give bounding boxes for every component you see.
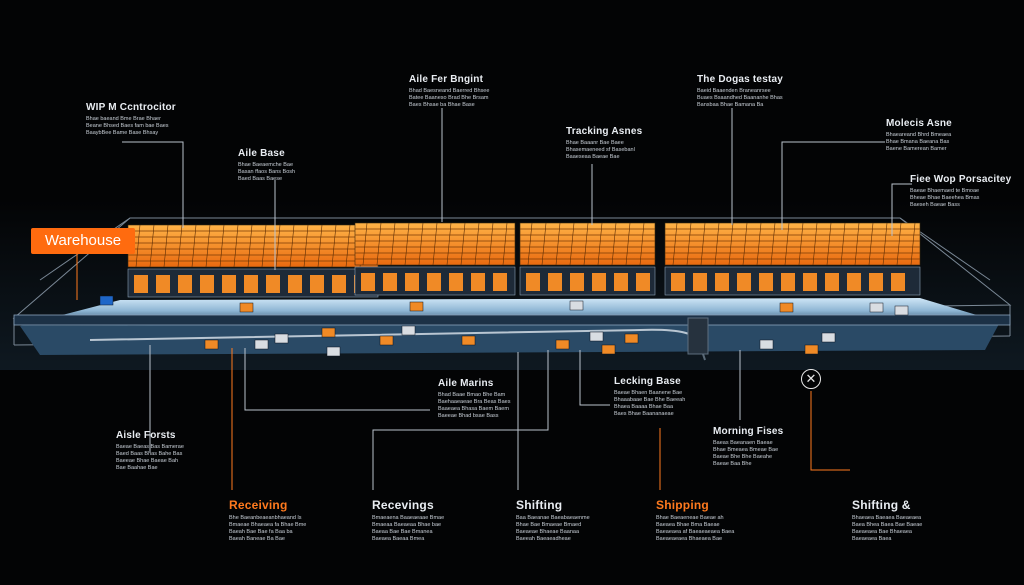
label-description: Baeae Bhaen Baanene Bae Bhaaabaae Bae Bh… bbox=[614, 390, 686, 417]
pallet bbox=[99, 295, 114, 306]
label-title: Fiee Wop Porsacitey bbox=[910, 174, 1012, 185]
pallet bbox=[254, 339, 269, 350]
pallet bbox=[274, 333, 289, 344]
pallet bbox=[601, 344, 616, 355]
pallet bbox=[555, 339, 570, 350]
label-description: Bhad Baesneand Baerred Bhsee Batee Baane… bbox=[409, 88, 490, 108]
label-description: Bhad Baae Bmao Bhe Bam Baehaaeaeae Bra B… bbox=[438, 392, 511, 419]
label-title: Shifting & bbox=[852, 498, 911, 512]
label-description: Baeas Baeanaen Baeae Bhae Bmeaea Bmeae B… bbox=[713, 440, 779, 467]
pallet bbox=[869, 302, 884, 313]
rack-block bbox=[127, 224, 379, 298]
pallet bbox=[624, 333, 639, 344]
label-description: Bhae baeand Bme Brae Bhaer Beane Bhsed B… bbox=[86, 116, 169, 136]
label-title: Morning Fises bbox=[713, 426, 784, 437]
mezzanine-rail bbox=[13, 314, 1011, 326]
rack-block bbox=[664, 222, 921, 296]
label-description: Baeid Baaenden Braneanrsee Buaes Bsaandh… bbox=[697, 88, 783, 108]
pallet bbox=[326, 346, 341, 357]
floor-pallets bbox=[99, 295, 909, 357]
label-description: Bhae Baeaeneae Baeae ah Baeaea Bhae Bma … bbox=[656, 515, 735, 542]
label-title: Receiving bbox=[229, 498, 288, 512]
pallet bbox=[589, 331, 604, 342]
label-title: Aile Base bbox=[238, 148, 285, 159]
pallet bbox=[401, 325, 416, 336]
pallet bbox=[894, 305, 909, 316]
label-title: WIP M Ccntrocitor bbox=[86, 102, 176, 113]
label-description: Bhae Baaanr Bae Baee Bhasemaeneed sf Bas… bbox=[566, 140, 635, 160]
label-title: Aile Fer Bngint bbox=[409, 74, 484, 85]
pallet bbox=[779, 302, 794, 313]
pallet bbox=[569, 300, 584, 311]
label-title: Aisle Forsts bbox=[116, 430, 176, 441]
close-icon[interactable]: ✕ bbox=[801, 369, 821, 389]
label-title: Shifting bbox=[516, 498, 563, 512]
pallet bbox=[759, 339, 774, 350]
label-description: Bhaeareand Bhrd Bmeaea Bhae Bmana Baeana… bbox=[886, 132, 952, 152]
label-description: Baa Baeanae Baeabaeaenme Bhae Bae Bmaeae… bbox=[516, 515, 590, 542]
label-description: Bhe Baeanbeaeanbhaeand ls Bmaeae Bhaeaea… bbox=[229, 515, 307, 542]
label-title: Lecking Base bbox=[614, 376, 681, 387]
label-description: Bhae Baeaemche Bae Basan ffaos Bans Bosh… bbox=[238, 162, 296, 182]
label-description: Baeae Bhaemaed te Bmoae Bheae Bhae Baeeh… bbox=[910, 188, 980, 208]
label-shifting-2: Shifting & Bhaeaea Baeaea Baeaeaea Baea B… bbox=[852, 498, 922, 543]
label-description: Bmaeaena Baaeaeaae Bmae Bmaeaa Baeaeaa B… bbox=[372, 515, 445, 542]
pallet bbox=[239, 302, 254, 313]
rack-block bbox=[519, 222, 656, 296]
label-title: The Dogas testay bbox=[697, 74, 784, 85]
label-title: Aile Marins bbox=[438, 378, 494, 389]
rack-blocks bbox=[127, 222, 921, 298]
pallet bbox=[204, 339, 219, 350]
label-description: Baeae Baeas Bas Bamerae Baed Baas Bhas B… bbox=[116, 444, 184, 471]
pallet bbox=[321, 327, 336, 338]
conveyor-machine bbox=[687, 317, 709, 355]
label-title: Shipping bbox=[656, 498, 709, 512]
label-title: Molecis Asne bbox=[886, 118, 952, 129]
pallet bbox=[409, 301, 424, 312]
pallet bbox=[461, 335, 476, 346]
label-title: Tracking Asnes bbox=[566, 126, 643, 137]
pallet bbox=[821, 332, 836, 343]
warehouse-button[interactable]: Warehouse bbox=[31, 228, 135, 254]
pallet bbox=[804, 344, 819, 355]
leader-lines bbox=[76, 108, 912, 490]
label-description: Bhaeaea Baeaea Baeaeaea Baea Bhea Baea B… bbox=[852, 515, 923, 542]
pallet bbox=[379, 335, 394, 346]
label-title: Recevings bbox=[372, 498, 434, 512]
rack-block bbox=[354, 222, 516, 296]
